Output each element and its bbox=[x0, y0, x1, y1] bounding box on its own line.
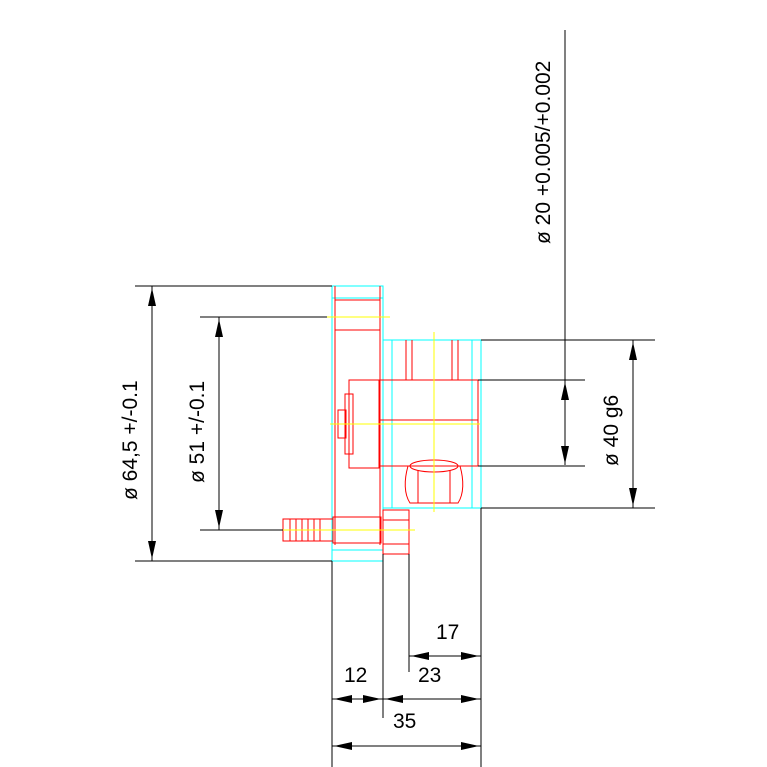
dim-width-12-label: 12 bbox=[344, 664, 367, 687]
dim-outer-diameter-label: ø 64,5 +/-0.1 bbox=[119, 380, 142, 500]
dim-width-35: 35 bbox=[332, 710, 481, 750]
dim-bolt-circle-label: ø 51 +/-0.1 bbox=[186, 381, 209, 483]
dim-width-23: 23 bbox=[383, 664, 481, 703]
dim-width-17: 17 bbox=[409, 621, 481, 660]
dim-width-23-label: 23 bbox=[418, 664, 441, 687]
dim-outer-diameter: ø 64,5 +/-0.1 bbox=[119, 285, 332, 562]
part-outline bbox=[282, 286, 479, 555]
center-lines bbox=[275, 316, 480, 531]
dim-bolt-circle: ø 51 +/-0.1 bbox=[186, 316, 327, 531]
dim-shaft-diameter: ø 40 g6 bbox=[481, 339, 655, 509]
dim-width-12: 12 bbox=[332, 664, 383, 703]
dim-bore: ø 20 +0.005/+0.002 bbox=[478, 61, 585, 467]
bottom-extension-lines bbox=[331, 508, 482, 767]
dim-bore-label: ø 20 +0.005/+0.002 bbox=[532, 61, 555, 244]
dim-shaft-diameter-label: ø 40 g6 bbox=[600, 395, 623, 466]
dim-width-17-label: 17 bbox=[436, 621, 459, 644]
dim-width-35-label: 35 bbox=[393, 710, 416, 733]
